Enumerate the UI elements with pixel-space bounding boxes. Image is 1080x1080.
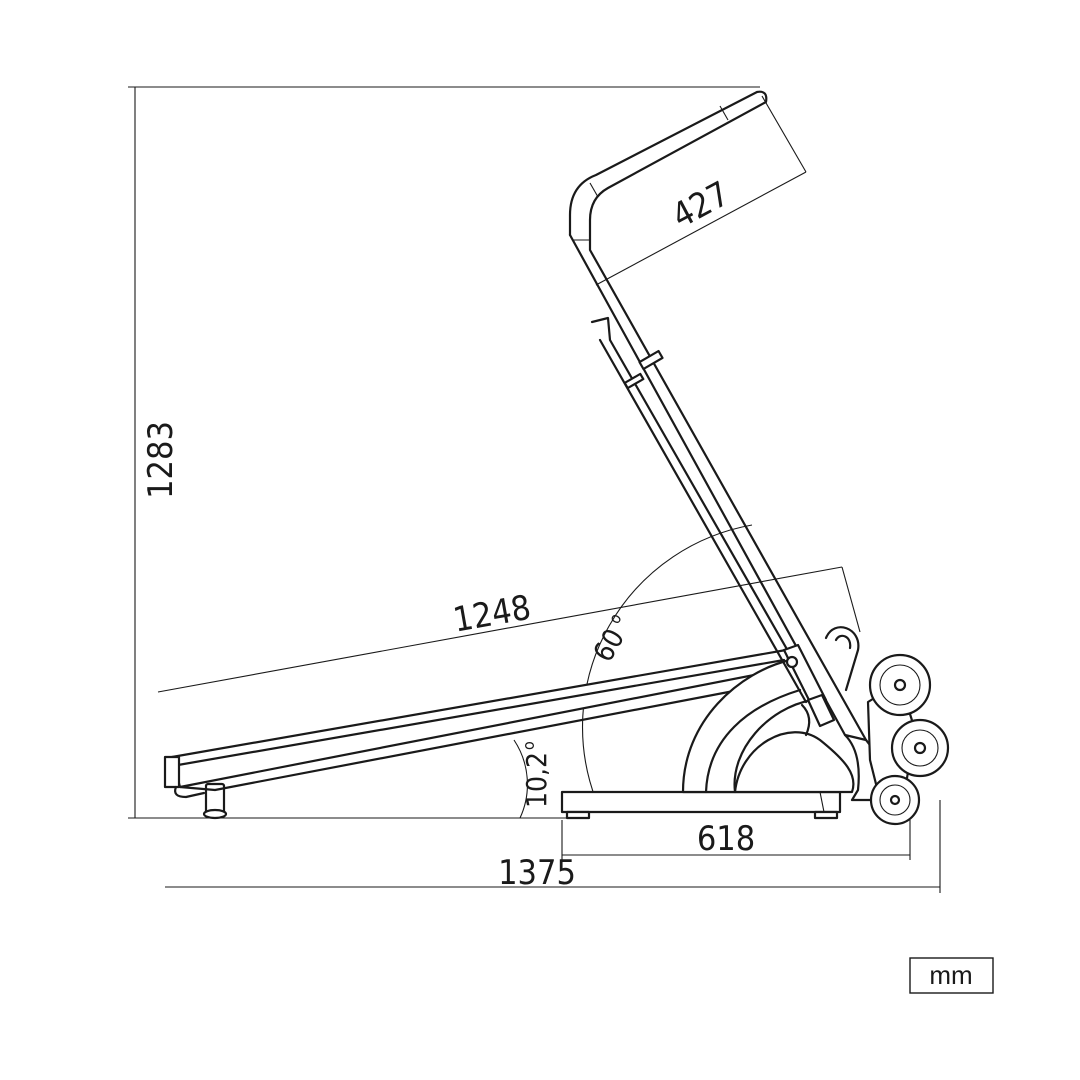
dimension-labels: 1283 427 1248 60 o 10,2 o 618 1375 — [141, 174, 755, 893]
rear-cable — [174, 785, 206, 799]
deck-angle-group: 10,2 o — [519, 741, 553, 808]
side-bracket-inner — [704, 688, 802, 794]
aux-rod-outer — [590, 316, 818, 702]
treadmill-body — [163, 90, 950, 826]
handle-dimension-line — [595, 171, 807, 286]
wheel-middle-hub — [913, 741, 927, 755]
deck-underside — [178, 684, 762, 792]
total-height-label: 1283 — [141, 421, 181, 499]
base-foot-left — [565, 810, 591, 820]
wheel-top-hub — [893, 678, 907, 692]
aux-rod-inner — [598, 338, 808, 704]
deck-length-label: 1248 — [450, 588, 534, 641]
deck-angle-arc — [513, 739, 528, 819]
handle-angle-degree: o — [605, 610, 626, 627]
wheel-top-rim — [879, 664, 921, 706]
handle-seam-1 — [589, 182, 599, 198]
handle-ext-top — [761, 95, 807, 173]
unit-box: mm — [909, 957, 994, 994]
rod-clip-2 — [623, 372, 645, 390]
motor-block — [806, 693, 836, 728]
total-length-label: 1375 — [498, 853, 576, 893]
base-foot-right — [813, 810, 839, 820]
deck-dimension-line — [157, 566, 843, 693]
wheel-bottom-rim — [879, 784, 911, 816]
base-plate — [560, 790, 842, 814]
handle-seam-2 — [719, 105, 729, 121]
rear-roller-cap — [163, 755, 181, 789]
base-length-label: 618 — [697, 819, 755, 859]
star-wheels — [868, 653, 950, 826]
handle-bar — [568, 90, 868, 742]
rod-clip-1 — [638, 349, 664, 371]
pivot-bolt — [785, 655, 799, 669]
wheel-middle-rim — [901, 729, 939, 767]
wheel-bottom-hub — [889, 794, 901, 806]
handle-length-label: 427 — [666, 174, 736, 237]
unit-label: mm — [929, 960, 972, 990]
base-seam — [819, 791, 825, 813]
housing-curve — [800, 703, 811, 737]
deck-angle-degree: o — [519, 741, 538, 750]
handle-angle-arc — [582, 524, 753, 801]
deck-angle-label: 10,2 — [520, 752, 553, 808]
deck-ext-right — [841, 566, 861, 633]
wheel-guard-inner — [834, 634, 852, 650]
dimension-lines — [128, 86, 941, 893]
wheel-guard — [824, 626, 860, 692]
base-housing — [733, 731, 855, 794]
deck-belt-line — [176, 658, 786, 767]
unit-box-border — [909, 957, 994, 994]
rear-foot-pad — [202, 808, 228, 820]
